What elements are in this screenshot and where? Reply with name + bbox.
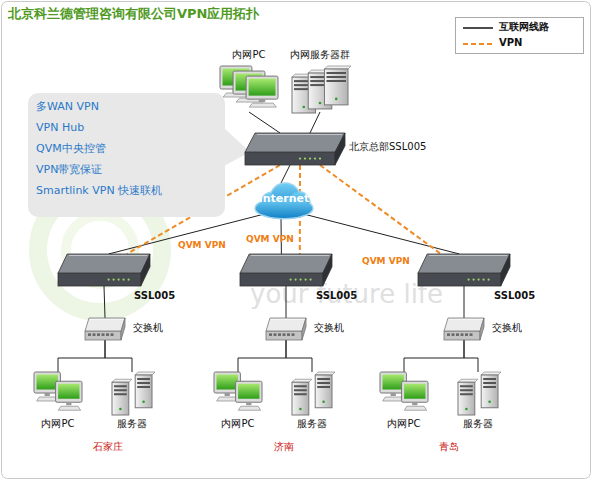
switch-icon (266, 318, 306, 340)
router-icon (245, 133, 345, 165)
network-link (310, 112, 320, 133)
network-link (286, 286, 287, 318)
server-icon (458, 372, 498, 414)
network-switch: 交换机 (444, 318, 484, 340)
network-switch: 交换机 (85, 318, 125, 340)
node-label: 内网PC (387, 418, 420, 430)
network-link (281, 219, 282, 254)
server-icon (292, 66, 348, 112)
node-label: 多WAN VPN (36, 101, 99, 114)
node-label: QVM中央控管 (36, 143, 106, 156)
vpn-router: SSL005 (418, 254, 510, 286)
vpn-router: 北京总部SSL005 (245, 133, 345, 165)
network-link (104, 286, 105, 318)
node-label: 交换机 (314, 322, 344, 334)
server-icon (292, 372, 332, 414)
switch-icon (85, 318, 125, 340)
pc-icon (214, 372, 262, 414)
router-icon (240, 254, 332, 286)
pc-icon (220, 66, 278, 112)
pc-group: 内网PC (220, 66, 278, 112)
city-name: 青岛 (439, 441, 459, 453)
node-label: 北京总部SSL005 (349, 141, 426, 153)
network-link (58, 340, 105, 372)
server-group: 服务器 (112, 372, 152, 414)
legend-box (456, 18, 584, 54)
pc-icon (34, 372, 82, 414)
node-label: 内网PC (232, 49, 265, 61)
city-name: 石家庄 (93, 441, 123, 453)
node-label: 服务器 (117, 418, 147, 430)
router-icon (58, 254, 150, 286)
node-label: VPN带宽保证 (36, 164, 102, 177)
server-icon (112, 372, 152, 414)
pc-group: 内网PC (214, 372, 262, 414)
node-label: 服务器 (463, 418, 493, 430)
node-label: 内网PC (221, 418, 254, 430)
network-link (464, 286, 465, 318)
pc-group: 内网PC (34, 372, 82, 414)
node-label: VPN Hub (36, 122, 84, 135)
feature-callout: 多WAN VPN VPN HubQVM中央控管 VPN带宽保证 Smartlink V… (28, 93, 225, 217)
city-name: 济南 (274, 441, 294, 453)
network-link (238, 340, 286, 372)
node-label: Internet (259, 193, 310, 206)
server-group: 服务器 (458, 372, 498, 414)
vpn-link (320, 165, 441, 254)
network-link (105, 340, 132, 372)
network-link (302, 214, 459, 254)
network-link (281, 165, 290, 183)
router-icon (418, 254, 510, 286)
legend-line-sample (463, 43, 493, 45)
switch-icon (444, 318, 484, 340)
node-label: 内网PC (41, 418, 74, 430)
node-label: SSL005 (134, 290, 175, 302)
network-link (286, 340, 312, 372)
vpn-router: SSL005 (58, 254, 150, 286)
server-group: 内网服务器群 (292, 66, 348, 112)
pc-group: 内网PC (380, 372, 428, 414)
node-label: 内网服务器群 (290, 49, 350, 61)
vpn-router: SSL005 (240, 254, 332, 286)
pc-icon (380, 372, 428, 414)
node-label: 服务器 (297, 418, 327, 430)
node-label: SSL005 (316, 290, 357, 302)
node-label: Smartlink VPN 快速联机 (36, 185, 162, 198)
network-link (249, 112, 280, 133)
network-switch: 交换机 (266, 318, 306, 340)
legend-line-sample (463, 27, 493, 29)
node-label: 交换机 (492, 322, 522, 334)
network-link (404, 340, 464, 372)
internet-cloud: Internet (254, 183, 314, 219)
node-label: 交换机 (133, 322, 163, 334)
node-label: SSL005 (494, 290, 535, 302)
server-group: 服务器 (292, 372, 332, 414)
network-link (464, 340, 478, 372)
